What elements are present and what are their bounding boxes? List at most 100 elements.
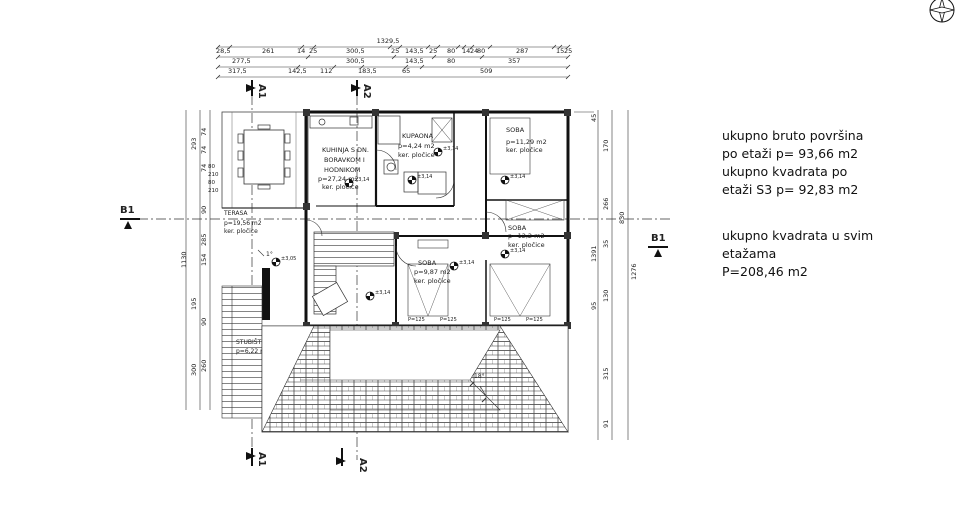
section-a1-top-label: A1 bbox=[256, 84, 267, 99]
dim-right-8: 1276 bbox=[630, 263, 638, 280]
dim-r2-2: 143,5 bbox=[405, 57, 424, 65]
roof-area: 18° bbox=[261, 325, 569, 434]
dim-left-13: 300 bbox=[190, 364, 198, 376]
dim-r3-5: 509 bbox=[480, 67, 492, 75]
level-marker: ±3,14 bbox=[500, 174, 525, 185]
section-a1-bottom: A1 bbox=[246, 448, 267, 467]
dim-left-8: 90 bbox=[200, 206, 208, 214]
dim-r2-1: 300,5 bbox=[346, 57, 365, 65]
room-bath-floor: ker. pločice bbox=[398, 151, 435, 159]
right-dimension-labels: 45 170 266 830 1391 35 130 95 1276 315 9… bbox=[590, 114, 638, 428]
level-marker: ±3,14 bbox=[407, 174, 432, 185]
section-a2-top-label: A2 bbox=[361, 84, 372, 99]
left-dimension-labels: 293 74 74 74 80 210 80 210 90 285 154 19… bbox=[180, 128, 219, 376]
room-kitchen-line1: KUHINJA S DN. bbox=[322, 146, 369, 154]
slope-2-label: 18° bbox=[474, 373, 485, 380]
dim-r1-11: 80 bbox=[477, 47, 485, 55]
room-bath-name: KUPAONA bbox=[402, 132, 434, 140]
svg-text:P=125: P=125 bbox=[408, 317, 425, 323]
net-line-1: ukupno kvadrata po bbox=[722, 164, 848, 179]
dim-r1-3: 25 bbox=[309, 47, 317, 55]
section-b1-left-label: B1 bbox=[120, 205, 135, 216]
room-terasa-area: p=19,56 m2 bbox=[224, 220, 262, 227]
dim-left-6: 80 bbox=[208, 180, 215, 186]
room-kitchen-line2: BORAVKOM I bbox=[324, 156, 365, 164]
room-labels: KUHINJA S DN. BORAVKOM I HODNIKOM p=27,2… bbox=[318, 126, 547, 285]
dim-r1-2: 14 bbox=[297, 47, 305, 55]
dim-left-10: 154 bbox=[200, 254, 208, 266]
dim-r1-0: 28,5 bbox=[216, 47, 230, 55]
dim-r1-9: 14 bbox=[462, 47, 470, 55]
dim-right-0: 45 bbox=[590, 114, 598, 122]
dining-chairs bbox=[237, 124, 291, 190]
level-marker: ±3,14 bbox=[500, 248, 525, 259]
svg-text:±3,14: ±3,14 bbox=[417, 174, 432, 180]
dim-total: 1329,5 bbox=[377, 37, 400, 45]
doors bbox=[305, 149, 507, 267]
room-stubiste-area: p=6,22 m2 bbox=[236, 348, 270, 355]
room-terasa-floor: ker. pločice bbox=[224, 228, 258, 235]
dining-table bbox=[243, 129, 285, 185]
dim-r1-6: 143,5 bbox=[405, 47, 424, 55]
dim-left-3: 74 bbox=[200, 164, 208, 172]
room-kitchen-floor: ker. pločice bbox=[322, 183, 359, 191]
dim-r2-4: 357 bbox=[508, 57, 520, 65]
dim-right-7: 95 bbox=[590, 302, 598, 310]
top-dimension-ticks bbox=[215, 44, 571, 80]
dim-right-3: 830 bbox=[618, 212, 626, 224]
top-dimension-labels: 1329,5 28,5 261 14 25 300,5 25 143,5 25 … bbox=[216, 37, 572, 75]
dim-r1-4: 300,5 bbox=[346, 47, 365, 55]
section-a2-bottom-label: A2 bbox=[357, 458, 368, 473]
dim-r3-3: 183,5 bbox=[358, 67, 377, 75]
section-b1-right-label: B1 bbox=[651, 233, 666, 244]
section-a1-bottom-label: A1 bbox=[256, 452, 267, 467]
room-soba1-area: p=11,29 m2 bbox=[506, 138, 547, 146]
room-soba2-floor: ker. pločice bbox=[508, 241, 545, 249]
level-marker: ±3,05 bbox=[271, 256, 296, 267]
dim-left-7: 210 bbox=[208, 188, 219, 194]
dim-r3-1: 142,5 bbox=[288, 67, 307, 75]
room-soba2-area: p=12,2 m2 bbox=[508, 232, 545, 240]
dim-right-4: 1391 bbox=[590, 245, 598, 262]
svg-text:±3,05: ±3,05 bbox=[281, 256, 296, 262]
dim-r1-1: 261 bbox=[262, 47, 274, 55]
dim-r1-14: 25 bbox=[564, 47, 572, 55]
interior-stairs bbox=[311, 231, 395, 317]
exterior-stair: STUBIŠTE p=6,22 m2 bbox=[221, 268, 270, 419]
dim-right-2: 266 bbox=[602, 198, 610, 210]
section-a2-bottom: A2 bbox=[336, 448, 368, 473]
dim-r1-10: 24 bbox=[470, 47, 478, 55]
svg-text:P=125: P=125 bbox=[440, 317, 457, 323]
section-a1-top: A1 bbox=[246, 80, 267, 99]
area-summary: ukupno bruto površina po etaži p= 93,66 … bbox=[722, 127, 863, 199]
kitchen-fixtures bbox=[309, 115, 453, 195]
dim-right-1: 170 bbox=[602, 140, 610, 152]
room-soba3-name: SOBA bbox=[418, 259, 437, 267]
gross-line-1: ukupno bruto površina bbox=[722, 128, 864, 143]
gross-line-2: po etaži p= 93,66 m2 bbox=[722, 146, 859, 161]
total-line-3: P=208,46 m2 bbox=[722, 264, 808, 279]
room-soba2-name: SOBA bbox=[508, 224, 527, 232]
net-line-2: etaži S3 p= 92,83 m2 bbox=[722, 182, 859, 197]
dim-left-14: 260 bbox=[200, 360, 208, 372]
level-marker: ±3,14 bbox=[344, 177, 369, 188]
room-bath-area: p=4,24 m2 bbox=[398, 142, 435, 150]
room-soba3-area: p=9,87 m2 bbox=[414, 268, 451, 276]
dim-r3-4: 65 bbox=[402, 67, 410, 75]
section-a2-top: A2 bbox=[351, 80, 372, 99]
dim-right-6: 130 bbox=[602, 290, 610, 302]
total-summary: ukupno kvadrata u svim etažama P=208,46 … bbox=[722, 227, 873, 281]
level-marker: ±3,14 bbox=[365, 290, 390, 301]
room-soba1-floor: ker. pločice bbox=[506, 146, 543, 154]
dim-left-12: 90 bbox=[200, 318, 208, 326]
level-markers: ±3,14 ±3,14 ±3,14 ±3,14 ±3,14 ±3,05 ±3,1… bbox=[271, 146, 525, 301]
svg-text:±3,14: ±3,14 bbox=[510, 174, 525, 180]
dim-left-5: 210 bbox=[208, 172, 219, 178]
dim-right-9: 315 bbox=[602, 368, 610, 380]
dim-left-2: 74 bbox=[200, 146, 208, 154]
svg-text:P=125: P=125 bbox=[494, 317, 511, 323]
room-soba3-floor: ker. pločice bbox=[414, 277, 451, 285]
total-line-2: etažama bbox=[722, 246, 777, 261]
